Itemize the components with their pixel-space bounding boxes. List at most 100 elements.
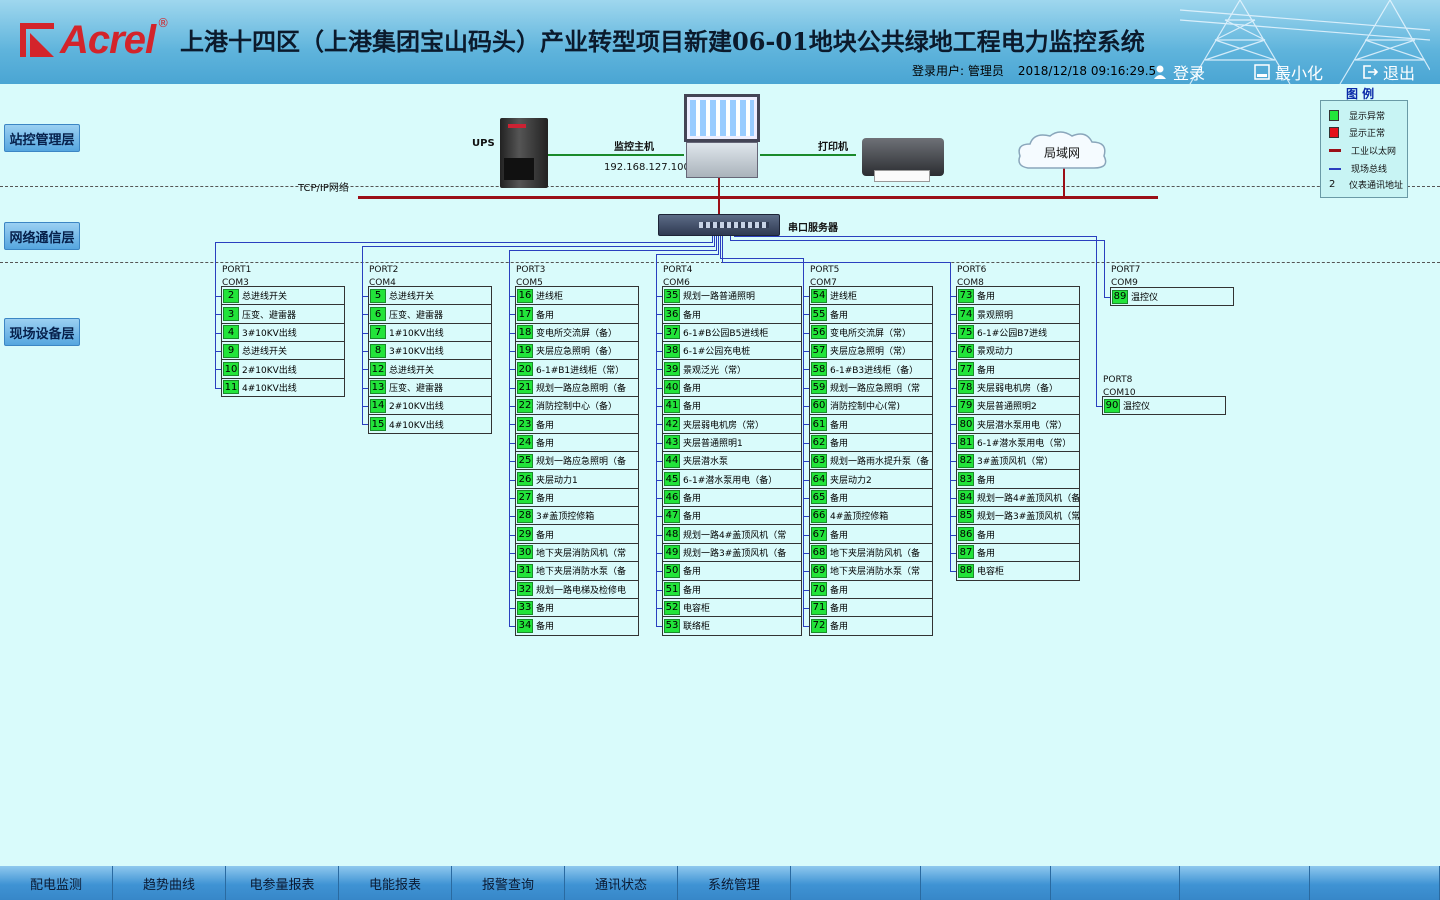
nav-button-empty[interactable]	[1180, 866, 1311, 900]
nav-button-4[interactable]: 电能报表	[339, 866, 452, 900]
minimize-button[interactable]: 最小化	[1254, 60, 1323, 84]
nav-button-empty[interactable]	[1050, 866, 1181, 900]
station-layer-button[interactable]: 站控管理层	[4, 124, 80, 152]
network-layer-button[interactable]: 网络通信层	[4, 222, 80, 250]
field-layer-button[interactable]: 现场设备层	[4, 318, 80, 346]
login-button[interactable]: 登录	[1152, 60, 1205, 84]
serial-server-icon[interactable]	[658, 214, 780, 236]
nav-button-2[interactable]: 趋势曲线	[113, 866, 226, 900]
nav-button-empty[interactable]	[791, 866, 921, 900]
nav-button-empty[interactable]	[1310, 866, 1440, 900]
nav-button-7[interactable]: 系统管理	[678, 866, 791, 900]
nav-button-5[interactable]: 报警查询	[452, 866, 565, 900]
printer-icon[interactable]	[856, 130, 948, 182]
nav-button-3[interactable]: 电参量报表	[226, 866, 339, 900]
ups-icon[interactable]	[500, 118, 548, 188]
nav-button-1[interactable]: 配电监测	[0, 866, 113, 900]
monitoring-host-icon[interactable]	[684, 94, 760, 178]
nav-button-empty[interactable]	[920, 866, 1051, 900]
